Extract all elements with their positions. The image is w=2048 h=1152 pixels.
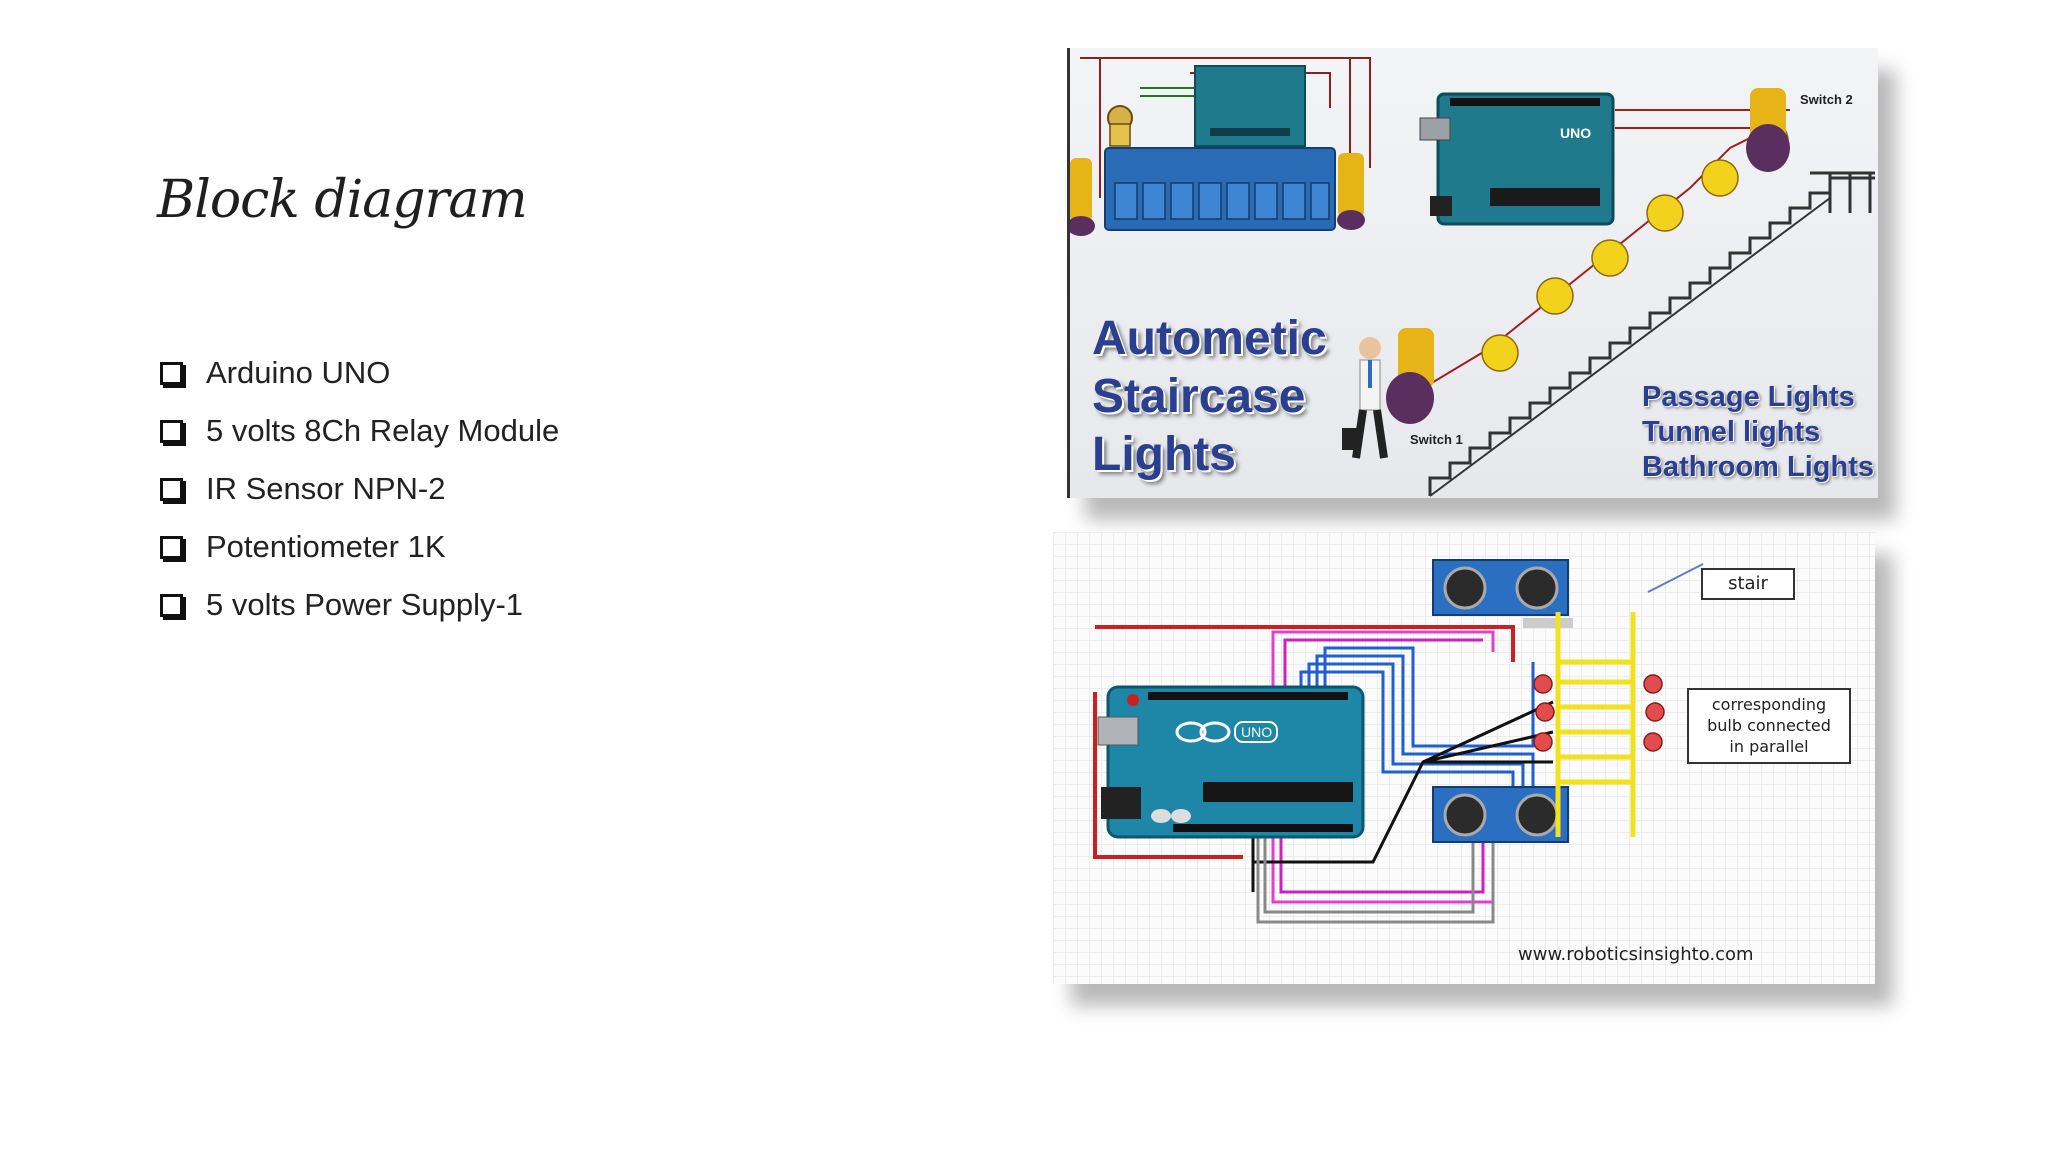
uno-board-label: UNO [1560, 125, 1591, 141]
ir-sensor [1337, 153, 1365, 230]
list-item: 5 volts 8Ch Relay Module [160, 402, 559, 460]
staircase-steps [1428, 176, 1875, 496]
list-item: Arduino UNO [160, 344, 559, 402]
poster-subtitle-line: Bathroom Lights [1642, 451, 1874, 483]
poster-subtitle: Passage Lights Tunnel lights Bathroom Li… [1642, 380, 1882, 485]
staircase-lights-image: UNO Au [1067, 48, 1878, 498]
switch-2-label: Switch 2 [1800, 92, 1853, 107]
uno-board-label: UNO [1241, 724, 1272, 740]
website-credit: www.roboticsinsighto.com [1518, 944, 1754, 965]
ir-sensor-switch-2 [1746, 88, 1790, 172]
note-line: bulb connected [1707, 716, 1831, 735]
ultrasonic-sensor-bottom [1432, 786, 1569, 843]
poster-title-line: Staircase [1092, 370, 1306, 423]
checkbox-bullet-icon [160, 361, 183, 385]
wiring-diagram-image: UNO stair corresponding [1053, 532, 1875, 984]
list-item: Potentiometer 1K [160, 518, 559, 576]
poster-title-line: Autometic [1092, 312, 1327, 365]
ultrasonic-sensor-top [1432, 559, 1573, 628]
list-item-text: Potentiometer 1K [206, 529, 446, 564]
arduino-uno-board: UNO [1419, 92, 1615, 226]
note-line: corresponding [1711, 695, 1827, 714]
poster-title-line: Lights [1092, 428, 1236, 481]
poster-subtitle-line: Tunnel lights [1642, 416, 1821, 448]
switch-1-label: Switch 1 [1410, 432, 1463, 447]
ir-sensor-switch-1 [1386, 328, 1434, 424]
list-item: IR Sensor NPN-2 [160, 460, 559, 518]
list-item-text: 5 volts Power Supply-1 [206, 587, 524, 622]
list-item: 5 volts Power Supply-1 [160, 576, 559, 634]
wiring-diagram: UNO [1093, 559, 1704, 924]
list-item-text: IR Sensor NPN-2 [206, 471, 446, 506]
checkbox-bullet-icon [160, 535, 183, 559]
list-item-text: 5 volts 8Ch Relay Module [206, 413, 560, 448]
staircase-illustration: UNO [1070, 57, 1875, 497]
led-bulbs [1533, 674, 1665, 752]
slide-title: Block diagram [157, 170, 528, 230]
ir-sensor [1070, 158, 1095, 236]
stair-ladder [1555, 612, 1636, 837]
component-list: Arduino UNO 5 volts 8Ch Relay Module IR … [160, 344, 559, 634]
parallel-note: corresponding bulb connected in parallel [1687, 688, 1851, 764]
poster-subtitle-line: Passage Lights [1642, 381, 1855, 413]
note-line: in parallel [1729, 737, 1809, 756]
list-item-text: Arduino UNO [206, 355, 391, 390]
stair-label: stair [1701, 568, 1795, 600]
walking-person [1342, 337, 1388, 459]
checkbox-bullet-icon [160, 593, 183, 617]
arduino-uno-board: UNO [1097, 685, 1365, 839]
checkbox-bullet-icon [160, 477, 183, 501]
poster-title: Autometic Staircase Lights [1092, 310, 1352, 484]
checkbox-bullet-icon [160, 419, 183, 443]
